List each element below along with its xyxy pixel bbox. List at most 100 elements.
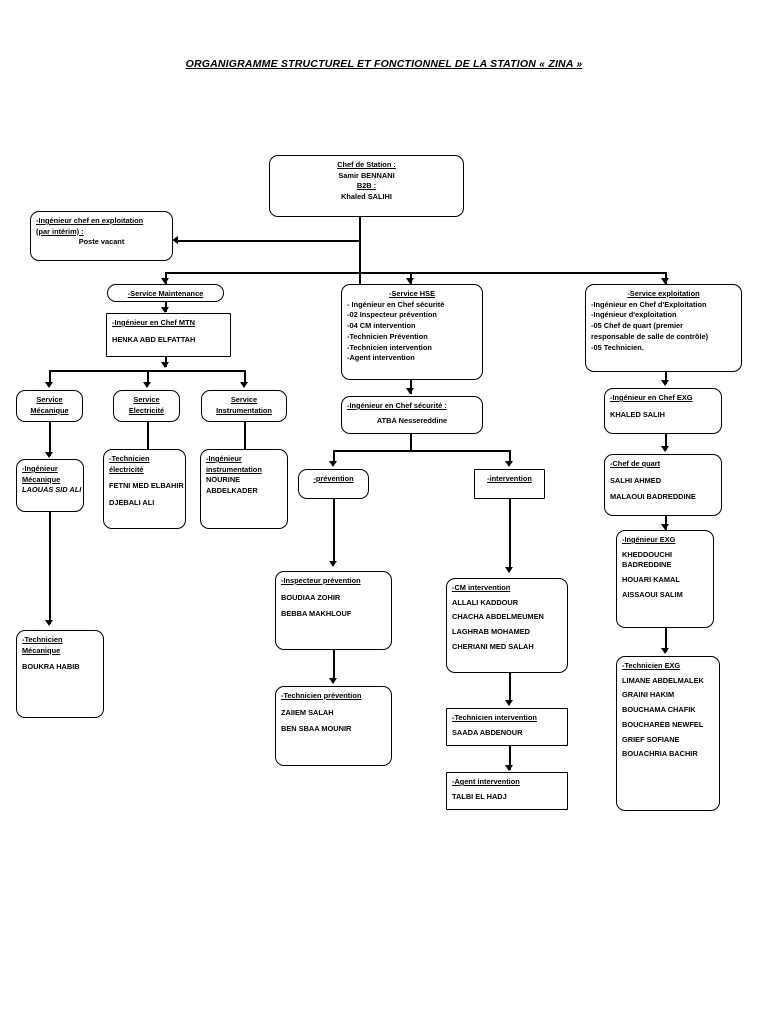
connector-drop-instrumentation xyxy=(244,370,246,382)
tech-exg-name5: GRIEF SOFIANE xyxy=(622,734,680,744)
service-hse-item-2: -02 Inspecteur prévention xyxy=(347,310,437,320)
node-prevention[interactable]: -prévention xyxy=(298,469,369,499)
node-technicien-prevention[interactable]: -Technicien prévention ZAIIEM SALAH BEN … xyxy=(275,686,392,766)
arrow-down-service-electricite xyxy=(143,382,151,388)
connector-trunk-main xyxy=(359,217,361,285)
ing-instrumentation-name2: ABDELKADER xyxy=(206,486,258,496)
ing-exg-name2: BADREDDINE xyxy=(622,560,672,570)
node-ingenieur-mecanique[interactable]: -Ingénieur Mécanique LAOUAS SID ALI xyxy=(16,459,84,512)
service-hse-item-3: -04 CM intervention xyxy=(347,321,416,331)
tech-mecanique-name: BOUKRA HABIB xyxy=(22,662,80,672)
tech-exg-name3: BOUCHAMA CHAFIK xyxy=(622,705,696,715)
node-service-instrumentation[interactable]: Service Instrumentation xyxy=(201,390,287,422)
ing-chef-securite-name: ATBA Nessereddine xyxy=(376,415,448,425)
arrow-down-ingenieur-exg xyxy=(661,524,669,530)
ing-exg-name4: AISSAOUI SALIM xyxy=(622,589,683,599)
service-exploitation-item-5: -05 Technicien. xyxy=(591,342,644,352)
agent-intervention-title: -Agent intervention xyxy=(452,777,520,786)
arrow-down-agent-intervention xyxy=(505,765,513,771)
service-hse-item-1: - Ingénieur en Chef sécurité xyxy=(347,299,445,309)
node-ingenieur-chef-securite[interactable]: -Ingénieur en Chef sécurité : ATBA Nesse… xyxy=(341,396,483,434)
connector-ing-exg-to-tech-exg xyxy=(665,628,667,652)
service-hse-title: -Service HSE xyxy=(388,289,435,298)
arrow-left-ing-chef-exploitation xyxy=(172,236,178,244)
page-title-text: ORGANIGRAMME STRUCTUREL ET FONCTIONNEL D… xyxy=(185,58,583,70)
service-electricite-line1: Service xyxy=(133,395,160,404)
connector-ing-mecanique-to-tech xyxy=(49,512,51,624)
tech-mecanique-title2: Mécanique xyxy=(22,645,61,655)
node-cm-intervention[interactable]: -CM intervention ALLALI KADDOUR CHACHA A… xyxy=(446,578,568,673)
cm-intervention-name1: ALLALI KADDOUR xyxy=(452,597,519,607)
arrow-down-prevention xyxy=(329,461,337,467)
b2b-title: B2B : xyxy=(356,181,377,191)
ing-exg-title: -Ingénieur EXG xyxy=(622,535,676,544)
ing-exg-name3: HOUARI KAMAL xyxy=(622,575,680,585)
node-agent-intervention[interactable]: -Agent intervention TALBI EL HADJ xyxy=(446,772,568,810)
connector-ing-exg-to-chef-quart xyxy=(665,434,667,450)
arrow-down-service-hse xyxy=(406,278,414,284)
arrow-down-inspecteur-prevention xyxy=(329,561,337,567)
node-technicien-electricite[interactable]: -Technicien électricité FETNI MED ELBAHI… xyxy=(103,449,186,529)
service-exploitation-item-4: responsable de salle de contrôle) xyxy=(591,331,709,341)
ing-instrumentation-title1: -Ingénieur xyxy=(206,454,242,463)
arrow-down-mtn-center xyxy=(161,362,169,368)
tech-intervention-name: SAADA ABDENOUR xyxy=(452,727,523,737)
ing-mecanique-title2: Mécanique xyxy=(22,474,61,484)
tech-exg-name1: LIMANE ABDELMALEK xyxy=(622,675,704,685)
b2b-name: Khaled SALIHI xyxy=(341,192,392,202)
node-chef-de-station[interactable]: Chef de Station : Samir BENNANI B2B : Kh… xyxy=(269,155,464,217)
cm-intervention-name3: LAGHRAB MOHAMED xyxy=(452,627,531,637)
ing-instrumentation-name1: NOURINE xyxy=(206,475,241,485)
node-technicien-intervention[interactable]: -Technicien intervention SAADA ABDENOUR xyxy=(446,708,568,746)
service-mecanique-line1: Service xyxy=(36,395,63,404)
node-ingenieur-instrumentation[interactable]: -Ingénieur instrumentation NOURINE ABDEL… xyxy=(200,449,288,529)
connector-bus-services xyxy=(165,272,666,274)
tech-prevention-title: -Technicien prévention xyxy=(281,691,362,700)
connector-tech-to-agent-interv xyxy=(509,746,511,770)
arrow-down-ing-chef-mtn xyxy=(161,307,169,313)
arrow-down-technicien-exg xyxy=(661,648,669,654)
tech-exg-name2: GRAINI HAKIM xyxy=(622,690,675,700)
service-hse-item-5: -Technicien intervention xyxy=(347,342,432,352)
tech-mecanique-title1: -Technicien xyxy=(22,635,63,644)
node-service-electricite[interactable]: Service Electricité xyxy=(113,390,180,422)
ing-instrumentation-title2: instrumentation xyxy=(206,464,262,474)
node-ingenieur-exg[interactable]: -Ingénieur EXG KHEDDOUCHI BADREDDINE HOU… xyxy=(616,530,714,628)
ing-mecanique-title1: -Ingénieur xyxy=(22,464,58,473)
node-technicien-exg[interactable]: -Technicien EXG LIMANE ABDELMALEK GRAINI… xyxy=(616,656,720,811)
chef-de-station-title: Chef de Station : xyxy=(337,160,396,169)
ing-chef-mtn-name: HENKA ABD ELFATTAH xyxy=(112,334,196,344)
node-service-mecanique[interactable]: Service Mécanique xyxy=(16,390,83,422)
arrow-down-ing-chef-securite xyxy=(406,388,414,394)
tech-exg-name6: BOUACHRIA BACHIR xyxy=(622,749,698,759)
connector-drop-electricite xyxy=(147,370,149,382)
node-service-maintenance[interactable]: -Service Maintenance xyxy=(107,284,224,302)
connector-mecanique-to-ing xyxy=(49,422,51,456)
arrow-down-ing-chef-exg xyxy=(661,380,669,386)
inspecteur-prevention-title: -Inspecteur prévention xyxy=(281,576,361,585)
node-inspecteur-prevention[interactable]: -Inspecteur prévention BOUDIAA ZOHIR BEB… xyxy=(275,571,392,650)
tech-intervention-title: -Technicien intervention xyxy=(452,713,537,722)
service-exploitation-title: -Service exploitation xyxy=(627,289,700,298)
intervention-title: -intervention xyxy=(487,474,532,483)
service-instrumentation-line2: Instrumentation xyxy=(216,405,272,415)
connector-electricite-to-tech xyxy=(147,422,149,449)
connector-prevention-to-inspecteur xyxy=(333,499,335,564)
ing-chef-mtn-title: -Ingénieur en Chef MTN xyxy=(112,318,195,327)
node-service-hse[interactable]: -Service HSE - Ingénieur en Chef sécurit… xyxy=(341,284,483,380)
node-ingenieur-chef-exploitation[interactable]: -Ingénieur chef en exploitation (par int… xyxy=(30,211,173,261)
node-ingenieur-chef-mtn[interactable]: -Ingénieur en Chef MTN HENKA ABD ELFATTA… xyxy=(106,313,231,357)
chef-de-quart-title: -Chef de quart xyxy=(610,459,661,468)
node-technicien-mecanique[interactable]: -Technicien Mécanique BOUKRA HABIB xyxy=(16,630,104,718)
node-ingenieur-chef-exg[interactable]: -Ingénieur en Chef EXG KHALED SALIH xyxy=(604,388,722,434)
service-instrumentation-line1: Service xyxy=(230,395,258,404)
node-service-exploitation[interactable]: -Service exploitation -Ingénieur en Chef… xyxy=(585,284,742,372)
tech-prevention-name2: BEN SBAA MOUNIR xyxy=(281,724,352,734)
ing-chef-securite-title: -Ingénieur en Chef sécurité : xyxy=(347,401,447,410)
chef-de-station-name: Samir BENNANI xyxy=(338,170,395,180)
node-chef-de-quart[interactable]: -Chef de quart SALHI AHMED MALAOUI BADRE… xyxy=(604,454,722,516)
inspecteur-prevention-name2: BEBBA MAKHLOUF xyxy=(281,609,352,619)
connector-drop-prevention xyxy=(333,450,335,462)
node-intervention[interactable]: -intervention xyxy=(474,469,545,499)
